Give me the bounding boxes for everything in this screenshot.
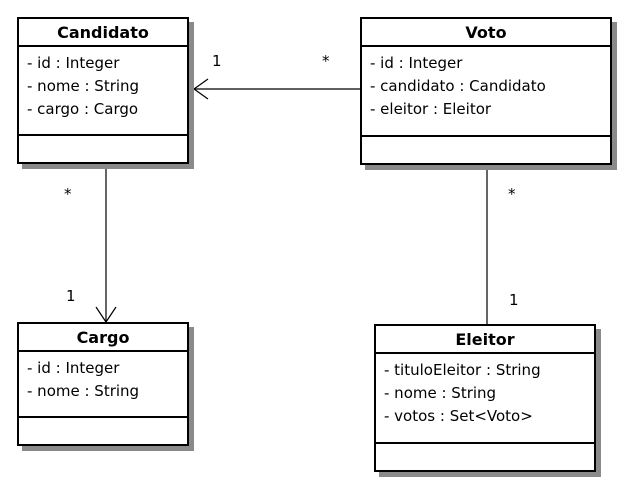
class-eleitor[interactable]: Eleitor - tituloEleitor : String - nome … — [374, 324, 596, 472]
attribute-item: - nome : String — [384, 384, 497, 402]
attribute-item: - candidato : Candidato — [370, 77, 546, 95]
attribute-compartment: - id : Integer - nome : String — [19, 352, 187, 418]
class-cargo[interactable]: Cargo - id : Integer - nome : String — [17, 322, 189, 446]
operation-compartment — [376, 444, 594, 456]
attribute-item: - votos : Set<Voto> — [384, 407, 533, 425]
attribute-item: - id : Integer — [27, 359, 120, 377]
class-name: Voto — [362, 19, 610, 47]
attribute-item: - tituloEleitor : String — [384, 361, 541, 379]
class-name: Eleitor — [376, 326, 594, 354]
class-candidato[interactable]: Candidato - id : Integer - nome : String… — [17, 17, 189, 164]
attribute-item: - nome : String — [27, 77, 140, 95]
operation-compartment — [19, 136, 187, 148]
attribute-compartment: - tituloEleitor : String - nome : String… — [376, 354, 594, 444]
class-name: Candidato — [19, 19, 187, 47]
multiplicity-voto-side: * — [508, 185, 516, 203]
operation-compartment — [19, 418, 187, 430]
multiplicity-cargo-end: 1 — [66, 287, 76, 305]
operation-compartment — [362, 137, 610, 149]
attribute-item: - eleitor : Eleitor — [370, 100, 492, 118]
class-voto[interactable]: Voto - id : Integer - candidato : Candid… — [360, 17, 612, 165]
class-name: Cargo — [19, 324, 187, 352]
attribute-item: - cargo : Cargo — [27, 100, 139, 118]
attribute-item: - nome : String — [27, 382, 140, 400]
attribute-compartment: - id : Integer - candidato : Candidato -… — [362, 47, 610, 137]
attribute-item: - id : Integer — [370, 54, 463, 72]
arrowhead-candidato-icon — [192, 78, 209, 100]
attribute-item: - id : Integer — [27, 54, 120, 72]
attribute-compartment: - id : Integer - nome : String - cargo :… — [19, 47, 187, 136]
multiplicity-candidato-side: * — [64, 185, 72, 203]
multiplicity-voto-end: * — [322, 52, 330, 70]
multiplicity-eleitor-end: 1 — [509, 291, 519, 309]
multiplicity-candidato-end: 1 — [212, 52, 222, 70]
